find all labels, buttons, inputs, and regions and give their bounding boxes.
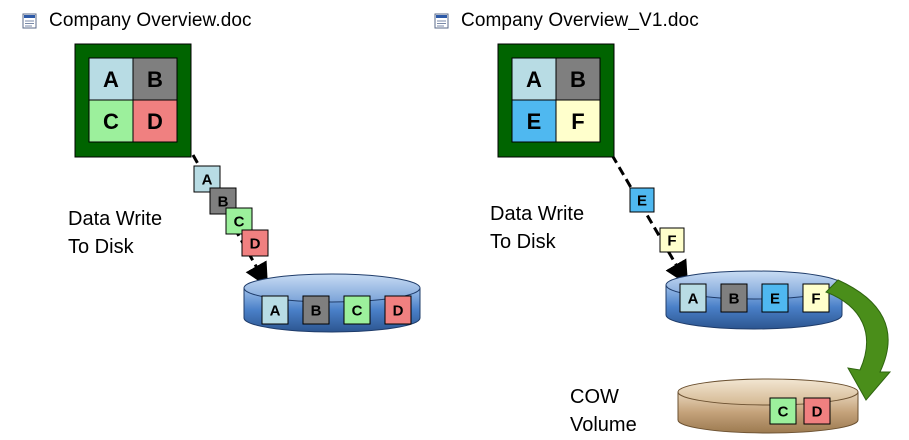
doc-block-e-label: E	[527, 109, 542, 134]
doc-block-b: B	[132, 57, 178, 101]
disk-block-f-label: F	[811, 290, 820, 307]
disk-block-a-label: A	[688, 290, 699, 307]
write-chunk-e-label: E	[637, 192, 647, 209]
curved-arrow-icon	[825, 279, 892, 401]
write-chunk-f-label: F	[667, 232, 676, 249]
left-document: A B C D	[74, 43, 192, 158]
doc-block-d: D	[132, 99, 178, 143]
doc-block-b-label: B	[570, 67, 586, 92]
doc-block-f-label: F	[571, 109, 584, 134]
doc-block-d-label: D	[147, 109, 163, 134]
right-file-name: Company Overview_V1.doc	[461, 10, 699, 31]
write-chunk-e: E	[629, 187, 655, 213]
disk-block-a: A	[261, 295, 289, 325]
doc-block-a: A	[88, 57, 134, 101]
left-file-header: Company Overview.doc	[22, 10, 252, 32]
doc-block-c-label: C	[103, 109, 119, 134]
cow-block-c-label: C	[778, 403, 789, 420]
doc-block-c: C	[88, 99, 134, 143]
left-write-caption: Data Write To Disk	[68, 208, 163, 258]
write-chunk-c-label: C	[234, 213, 245, 230]
word-doc-icon	[22, 13, 37, 29]
disk-block-c-label: C	[352, 302, 363, 319]
doc-block-e: E	[511, 99, 557, 143]
write-chunk-d: D	[241, 229, 269, 257]
right-document: A B E F	[497, 43, 615, 158]
left-disk: A B C D	[243, 273, 421, 333]
cow-block-d: D	[803, 397, 831, 425]
write-chunk-d-label: D	[250, 235, 261, 252]
right-write-caption: Data Write To Disk	[490, 203, 585, 253]
right-write-chunks: EF	[629, 187, 685, 253]
word-doc-icon	[434, 13, 449, 29]
disk-block-e-label: E	[770, 290, 780, 307]
disk-block-c: C	[343, 295, 371, 325]
disk-block-b-label: B	[311, 302, 322, 319]
cow-block-d-label: D	[812, 403, 823, 420]
disk-block-b: B	[720, 283, 748, 313]
right-write-path	[610, 154, 689, 286]
disk-block-d-label: D	[393, 302, 404, 319]
disk-block-a-label: A	[270, 302, 281, 319]
disk-block-b-label: B	[729, 290, 740, 307]
disk-block-e: E	[761, 283, 789, 313]
write-chunk-c: C	[225, 207, 253, 235]
write-chunk-a-label: A	[202, 171, 213, 188]
write-chunk-f: F	[659, 227, 685, 253]
doc-block-b: B	[555, 57, 601, 101]
right-file-header: Company Overview_V1.doc	[434, 10, 699, 32]
disk-block-f: F	[802, 283, 830, 313]
left-file-name: Company Overview.doc	[49, 10, 252, 31]
doc-block-a: A	[511, 57, 557, 101]
doc-block-b-label: B	[147, 67, 163, 92]
doc-block-a-label: A	[103, 67, 119, 92]
disk-block-b: B	[302, 295, 330, 325]
write-chunk-b-label: B	[218, 193, 229, 210]
doc-block-f: F	[555, 99, 601, 143]
disk-block-d: D	[384, 295, 412, 325]
cow-volume-label: COW Volume	[570, 386, 637, 436]
doc-block-a-label: A	[526, 67, 542, 92]
cow-block-c: C	[769, 397, 797, 425]
disk-block-a: A	[679, 283, 707, 313]
